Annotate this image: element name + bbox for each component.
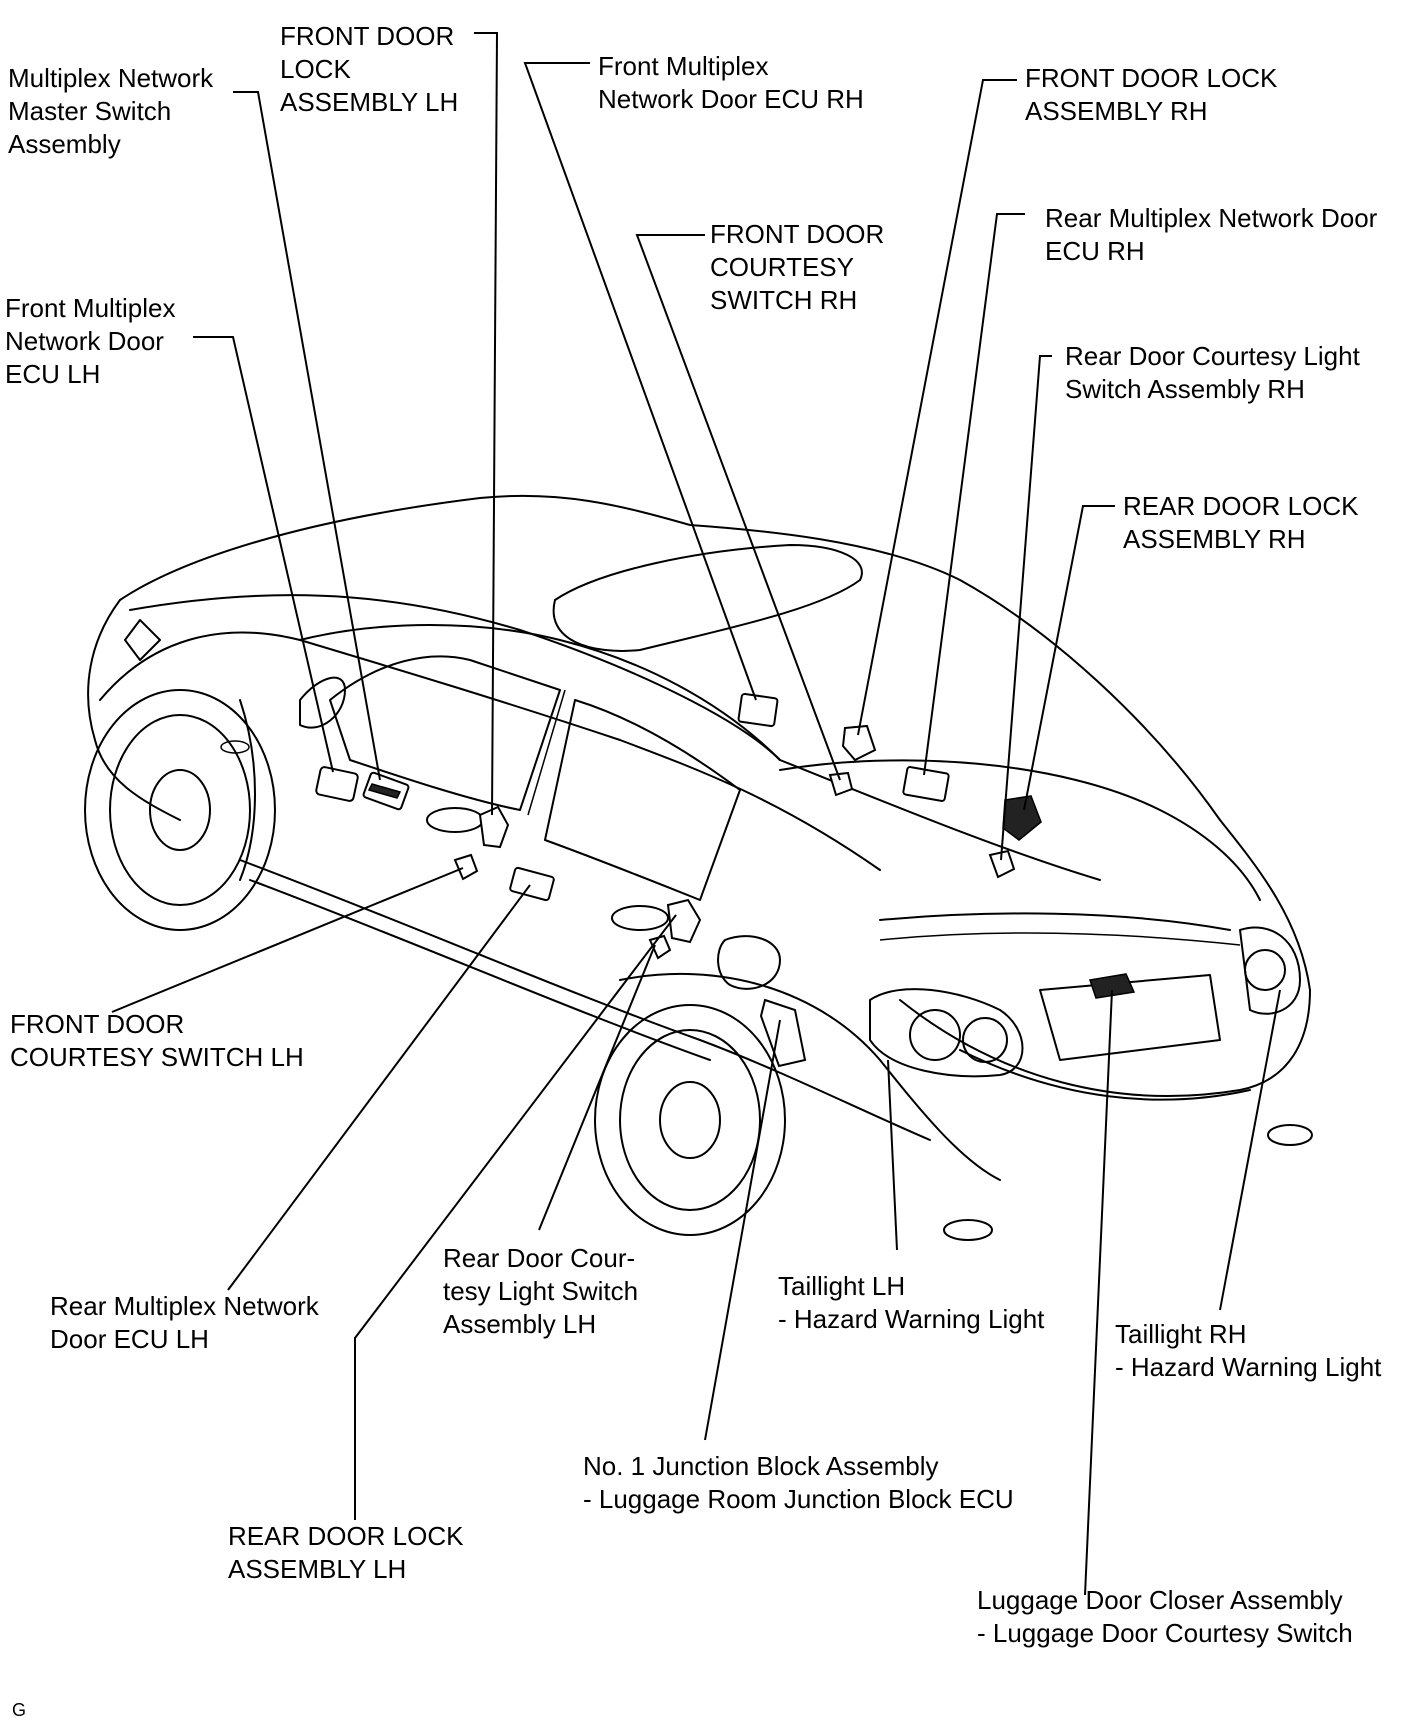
car-body	[84, 494, 1313, 1241]
label-master-switch: Multiplex Network Master Switch Assembly	[8, 63, 214, 159]
label-rear-door-ecu-rh: Rear Multiplex Network Door ECU RH	[1045, 203, 1378, 266]
label-rear-door-ecu-lh: Rear Multiplex Network Door ECU LH	[50, 1291, 319, 1354]
label-front-courtesy-lh: FRONT DOOR COURTESY SWITCH LH	[10, 1009, 304, 1072]
label-rear-door-lock-rh: REAR DOOR LOCK ASSEMBLY RH	[1123, 491, 1359, 554]
label-rear-courtesy-light-rh: Rear Door Courtesy Light Switch Assembly…	[1065, 341, 1360, 404]
label-rear-courtesy-light-lh: Rear Door Cour- tesy Light Switch Assemb…	[443, 1243, 639, 1339]
component-parts	[315, 693, 1136, 1068]
label-luggage-closer: Luggage Door Closer Assembly - Luggage D…	[977, 1585, 1353, 1648]
label-taillight-rh: Taillight RH - Hazard Warning Light	[1115, 1319, 1382, 1382]
label-front-door-ecu-rh: Front Multiplex Network Door ECU RH	[598, 51, 864, 114]
leader-lines	[111, 32, 1281, 1596]
label-taillight-lh: Taillight LH - Hazard Warning Light	[778, 1271, 1045, 1334]
label-front-door-lock-rh: FRONT DOOR LOCK ASSEMBLY RH	[1025, 63, 1278, 126]
label-front-door-ecu-lh: Front Multiplex Network Door ECU LH	[5, 293, 176, 389]
label-front-door-lock-lh: FRONT DOOR LOCK ASSEMBLY LH	[280, 21, 459, 117]
label-front-courtesy-rh: FRONT DOOR COURTESY SWITCH RH	[710, 219, 885, 315]
label-junction-block: No. 1 Junction Block Assembly - Luggage …	[583, 1451, 1014, 1514]
label-rear-door-lock-lh: REAR DOOR LOCK ASSEMBLY LH	[228, 1521, 464, 1584]
corner-mark: G	[12, 1700, 27, 1720]
